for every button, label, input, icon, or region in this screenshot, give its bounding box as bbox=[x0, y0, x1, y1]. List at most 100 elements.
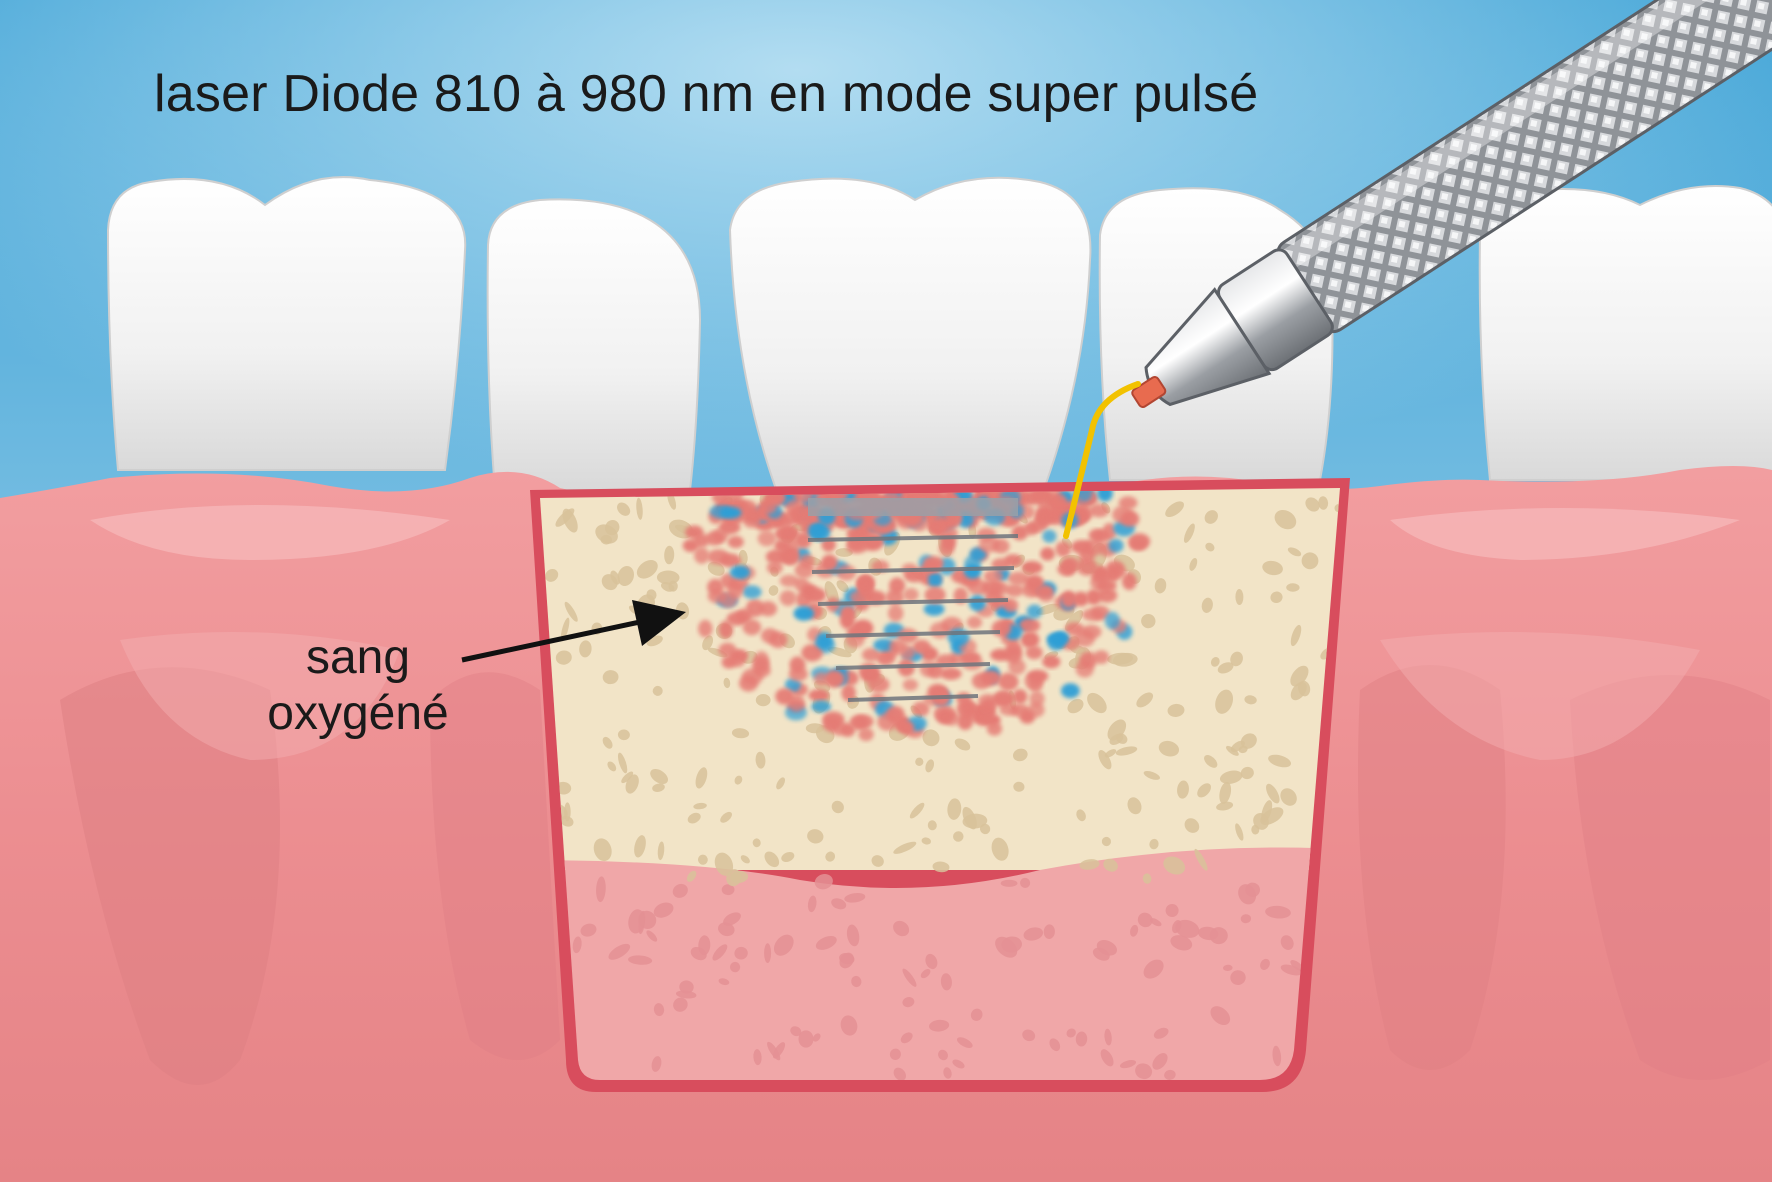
red-blood-cell bbox=[718, 520, 741, 535]
red-blood-cell bbox=[1040, 547, 1055, 561]
red-blood-cell bbox=[1019, 618, 1041, 633]
tooth-1 bbox=[106, 176, 467, 471]
bone-pore bbox=[825, 851, 836, 862]
red-blood-cell bbox=[742, 619, 762, 636]
bone-pore bbox=[764, 943, 772, 963]
bone-pore bbox=[1043, 924, 1055, 939]
bone-pore bbox=[831, 898, 847, 910]
bone-pore bbox=[602, 736, 613, 749]
bone-pore bbox=[617, 565, 635, 587]
bone-pore bbox=[675, 990, 697, 999]
bone-pore bbox=[893, 841, 917, 854]
bone-pore bbox=[687, 812, 701, 824]
blue-particle bbox=[719, 506, 742, 519]
bone-pore bbox=[636, 560, 658, 579]
bone-pore bbox=[602, 670, 619, 685]
bone-pore bbox=[889, 1048, 901, 1060]
bone-pore bbox=[690, 946, 707, 961]
bone-pore bbox=[938, 1049, 948, 1061]
bone-pore bbox=[943, 1067, 952, 1079]
bone-pore bbox=[1135, 1063, 1153, 1080]
red-blood-cell bbox=[1029, 691, 1045, 707]
red-blood-cell bbox=[745, 599, 765, 617]
red-blood-cell bbox=[753, 664, 771, 678]
bone-pore bbox=[1216, 801, 1234, 811]
red-blood-cell bbox=[801, 644, 823, 662]
bone-pore bbox=[656, 570, 680, 585]
bone-pore bbox=[1013, 781, 1025, 792]
bone-pore bbox=[807, 895, 817, 913]
bone-pore bbox=[560, 815, 574, 827]
bone-pore bbox=[1235, 589, 1244, 605]
bone-pore bbox=[1240, 733, 1257, 749]
bone-pore bbox=[922, 729, 940, 747]
red-blood-cell bbox=[849, 714, 869, 730]
bone-pore bbox=[634, 835, 646, 858]
bone-pore bbox=[1107, 652, 1133, 665]
bone-pore bbox=[718, 922, 735, 937]
red-blood-cell bbox=[1061, 590, 1077, 608]
bone-pore bbox=[1066, 1028, 1076, 1038]
gum-highlight-1 bbox=[90, 505, 450, 560]
bone-pore bbox=[672, 883, 688, 898]
bone-pore bbox=[1119, 1060, 1137, 1069]
blue-particle bbox=[873, 638, 895, 652]
bone-pore bbox=[927, 820, 937, 831]
bone-pore bbox=[970, 1008, 983, 1021]
bone-pore bbox=[900, 1032, 913, 1044]
red-blood-cell bbox=[898, 720, 914, 735]
bone-pore bbox=[617, 502, 631, 516]
red-blood-cell bbox=[774, 539, 790, 553]
bone-pore bbox=[545, 568, 559, 582]
bone-pore bbox=[1109, 733, 1124, 745]
bone-pore bbox=[851, 975, 862, 988]
bone-pore bbox=[636, 497, 643, 520]
bone-pore bbox=[653, 1003, 665, 1017]
bone-pore bbox=[1087, 692, 1107, 714]
bone-pore bbox=[921, 837, 932, 845]
bone-pore bbox=[1217, 662, 1234, 674]
bone-pore bbox=[1154, 578, 1167, 594]
blue-particle bbox=[928, 571, 943, 589]
red-blood-cell bbox=[768, 631, 788, 648]
gum-highlight-4 bbox=[1380, 632, 1700, 760]
red-blood-cell bbox=[988, 581, 1009, 596]
bone-pore bbox=[1219, 770, 1243, 784]
bone-pore bbox=[752, 838, 761, 848]
bone-pore bbox=[621, 771, 634, 784]
bone-pore bbox=[920, 969, 931, 979]
bone-socket bbox=[530, 478, 1350, 1092]
red-blood-cell bbox=[698, 619, 713, 638]
bone-pore bbox=[734, 946, 748, 960]
bone-pore bbox=[755, 751, 766, 769]
bone-pore bbox=[893, 920, 910, 937]
red-blood-cell bbox=[986, 721, 1003, 736]
bone-pore bbox=[831, 800, 844, 814]
gum-highlight-2 bbox=[1390, 508, 1740, 560]
red-blood-cell bbox=[1038, 589, 1054, 602]
bone-pore bbox=[844, 893, 866, 903]
red-blood-cell bbox=[877, 712, 898, 731]
bone-pore bbox=[1127, 797, 1142, 815]
red-blood-cell bbox=[727, 535, 744, 549]
bone-pore bbox=[1194, 848, 1208, 871]
bone-pore bbox=[1001, 936, 1022, 953]
red-blood-cell bbox=[778, 524, 800, 542]
bone-pore bbox=[1270, 591, 1283, 604]
bone-pore bbox=[956, 1037, 973, 1048]
bone-pore bbox=[697, 854, 708, 865]
red-blood-cell bbox=[824, 670, 845, 688]
bone-pore bbox=[871, 855, 884, 867]
blue-particle bbox=[811, 700, 832, 713]
bone-pore bbox=[1287, 547, 1302, 557]
red-blood-cell bbox=[861, 648, 881, 662]
bone-pore bbox=[1235, 823, 1244, 841]
bone-pore bbox=[625, 774, 639, 794]
red-blood-cell bbox=[1055, 541, 1071, 557]
red-blood-cell bbox=[912, 639, 931, 655]
tooth-3-crown bbox=[728, 176, 1092, 501]
bone-pore bbox=[798, 1030, 814, 1048]
bone-pore bbox=[1100, 1049, 1114, 1067]
bone-pore bbox=[1164, 1069, 1176, 1080]
red-blood-cell bbox=[1093, 650, 1110, 664]
